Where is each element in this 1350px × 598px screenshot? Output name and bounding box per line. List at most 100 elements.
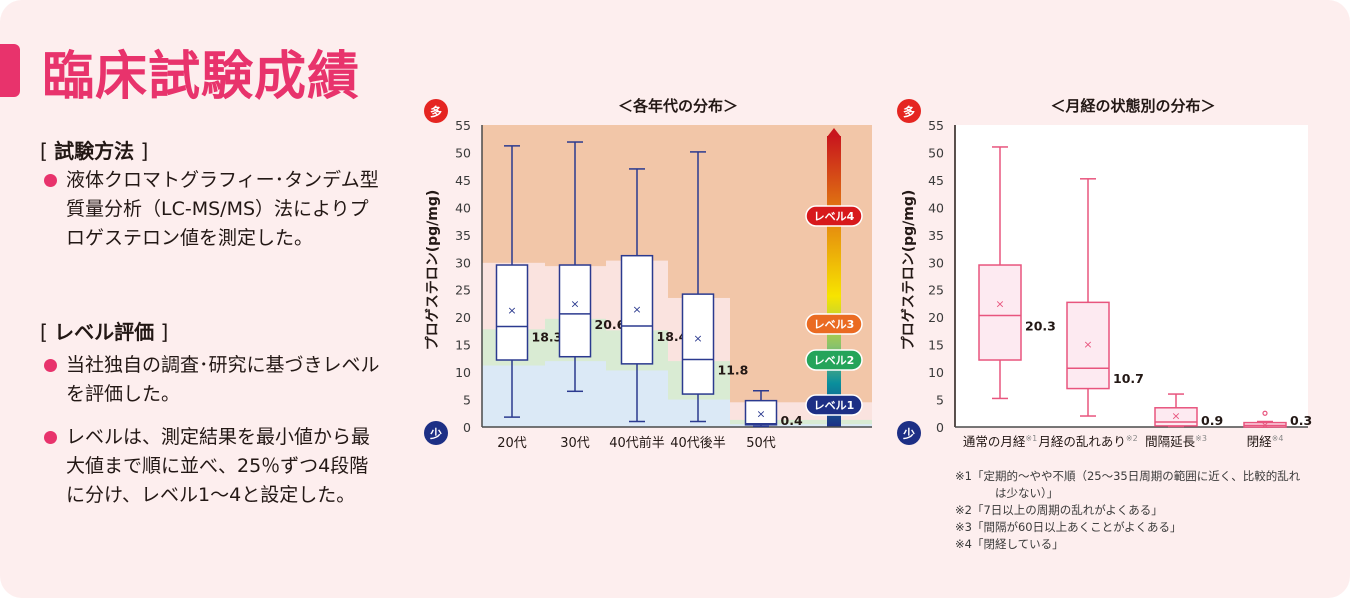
- box-iqr: [495, 264, 529, 361]
- level-legend-pill: [805, 394, 863, 416]
- x-tick-label: 通常の月経※1: [963, 434, 1037, 449]
- level-legend-label: レベル3: [814, 318, 855, 331]
- bullet-dot-icon: [44, 359, 57, 372]
- x-tick-label: 月経の乱れあり※2: [1038, 434, 1137, 449]
- chart-title: ＜各年代の分布＞: [618, 97, 738, 115]
- box-iqr: [681, 293, 715, 395]
- low-badge-label: 少: [429, 426, 442, 441]
- y-tick-label: 25: [928, 283, 944, 298]
- mean-marker: ×: [1260, 418, 1269, 431]
- y-tick-label: 20: [455, 310, 471, 325]
- bullet-text: 当社独自の調査･研究に基づきレベルを評価した。: [66, 354, 380, 405]
- high-badge-icon: [897, 99, 921, 123]
- mean-marker: ×: [507, 304, 516, 317]
- bullet-text: 液体クロマトグラフィー･タンデム型質量分析（LC-MS/MS）法によりプロゲステ…: [66, 169, 379, 249]
- bracket-close: ]: [160, 320, 169, 344]
- high-badge-label: 多: [903, 104, 915, 119]
- median-label: 11.8: [718, 362, 749, 377]
- mean-marker: ×: [756, 407, 765, 420]
- median-label: 0.4: [781, 413, 803, 428]
- box-iqr: [620, 254, 654, 365]
- bullet-dot-icon: [44, 174, 57, 187]
- level-gradient-bar: [827, 136, 841, 427]
- high-badge-icon: [424, 99, 448, 123]
- level-legend-pill: [805, 313, 863, 335]
- y-tick-label: 30: [928, 255, 944, 270]
- x-tick-label: 20代: [497, 436, 527, 451]
- footnotes: ※1「定期的～やや不順（25～35日周期の範囲に近く、比較的乱れ は少ない）」 …: [955, 468, 1300, 553]
- median-label: 18.3: [532, 330, 563, 345]
- y-tick-label: 10: [928, 365, 944, 380]
- footnote-1: ※1「定期的～やや不順（25～35日周期の範囲に近く、比較的乱れ: [955, 469, 1301, 483]
- section-heading-level: [ レベル評価 ]: [40, 316, 168, 345]
- level-legend-label: レベル1: [814, 399, 855, 412]
- x-tick-label: 30代: [560, 436, 590, 451]
- median-label: 20.6: [595, 317, 626, 332]
- low-badge-label: 少: [902, 426, 915, 441]
- y-tick-label: 30: [455, 255, 471, 270]
- bullet-item: 液体クロマトグラフィー･タンデム型質量分析（LC-MS/MS）法によりプロゲステ…: [44, 166, 384, 253]
- category-note-ref: ※2: [1126, 434, 1138, 443]
- box-iqr: [978, 264, 1022, 361]
- category-name: 間隔延長: [1145, 434, 1196, 449]
- y-tick-label: 10: [455, 365, 471, 380]
- bracket-close: ]: [140, 139, 149, 163]
- mean-marker: ×: [693, 332, 702, 345]
- median-label: 0.9: [1201, 413, 1223, 428]
- mean-marker: ×: [570, 297, 579, 310]
- median-label: 18.4: [657, 329, 688, 344]
- level2-band: [730, 419, 872, 427]
- y-tick-label: 35: [455, 228, 471, 243]
- y-tick-label: 15: [928, 338, 944, 353]
- box-iqr: [1066, 301, 1110, 390]
- title-accent-bar: [0, 44, 20, 97]
- x-tick-label: 間隔延長※3: [1145, 434, 1207, 449]
- high-badge-label: 多: [430, 104, 442, 119]
- y-tick-label: 35: [928, 228, 944, 243]
- section-heading-text: レベル評価: [54, 320, 155, 344]
- y-tick-label: 50: [928, 145, 944, 160]
- y-axis-label: プロゲステロン(pg/mg): [424, 190, 441, 351]
- y-tick-label: 40: [928, 200, 944, 215]
- category-name: 通常の月経: [963, 434, 1026, 449]
- x-tick-label: 閉経※4: [1247, 434, 1284, 449]
- category-name: 閉経: [1247, 434, 1273, 449]
- footnote-3: ※3「間隔が60日以上あくことがよくある」: [955, 520, 1182, 534]
- level-legend-label: レベル4: [814, 210, 855, 223]
- bracket-open: [: [40, 139, 48, 163]
- x-tick-label: 50代: [746, 436, 776, 451]
- chart-title: ＜月経の状態別の分布＞: [1050, 97, 1215, 115]
- section-heading-text: 試験方法: [54, 139, 135, 163]
- level1-band: [668, 399, 730, 427]
- x-tick-label: 40代後半: [670, 436, 726, 451]
- y-tick-label: 0: [463, 420, 471, 435]
- median-label: 0.3: [1290, 413, 1312, 428]
- y-tick-label: 50: [455, 145, 471, 160]
- y-axis-label: プロゲステロン(pg/mg): [900, 190, 917, 351]
- low-badge-icon: [897, 421, 921, 445]
- y-tick-label: 20: [928, 310, 944, 325]
- category-note-ref: ※1: [1025, 434, 1037, 443]
- footnote-4: ※4「閉経している」: [955, 537, 1064, 551]
- y-tick-label: 25: [455, 283, 471, 298]
- footnote-2: ※2「7日以上の周期の乱れがよくある」: [955, 503, 1163, 517]
- box-iqr: [558, 264, 592, 358]
- bullet-item: レベルは、測定結果を最小値から最大値まで順に並べ、25％ずつ4段階に分け、レベル…: [44, 423, 384, 510]
- median-label: 20.3: [1025, 319, 1056, 334]
- menstrual-status-chart: ＜月経の状態別の分布＞0510152025303540455055プロゲステロン…: [897, 97, 1312, 449]
- y-tick-label: 45: [455, 173, 471, 188]
- low-badge-icon: [424, 421, 448, 445]
- mean-marker: ×: [995, 297, 1004, 310]
- x-tick-label: 40代前半: [609, 435, 665, 451]
- y-tick-label: 15: [455, 338, 471, 353]
- y-tick-label: 40: [455, 200, 471, 215]
- level1-band: [730, 424, 872, 427]
- y-tick-label: 45: [928, 173, 944, 188]
- footnote-1-cont: は少ない）」: [995, 486, 1059, 500]
- median-label: 10.7: [1113, 371, 1144, 386]
- level-arrow-head: [827, 128, 841, 137]
- category-name: 月経の乱れあり: [1038, 434, 1126, 449]
- level-legend-pill: [805, 205, 863, 227]
- age-distribution-chart: レベル4レベル3レベル2レベル1＜各年代の分布＞0510152025303540…: [424, 97, 872, 451]
